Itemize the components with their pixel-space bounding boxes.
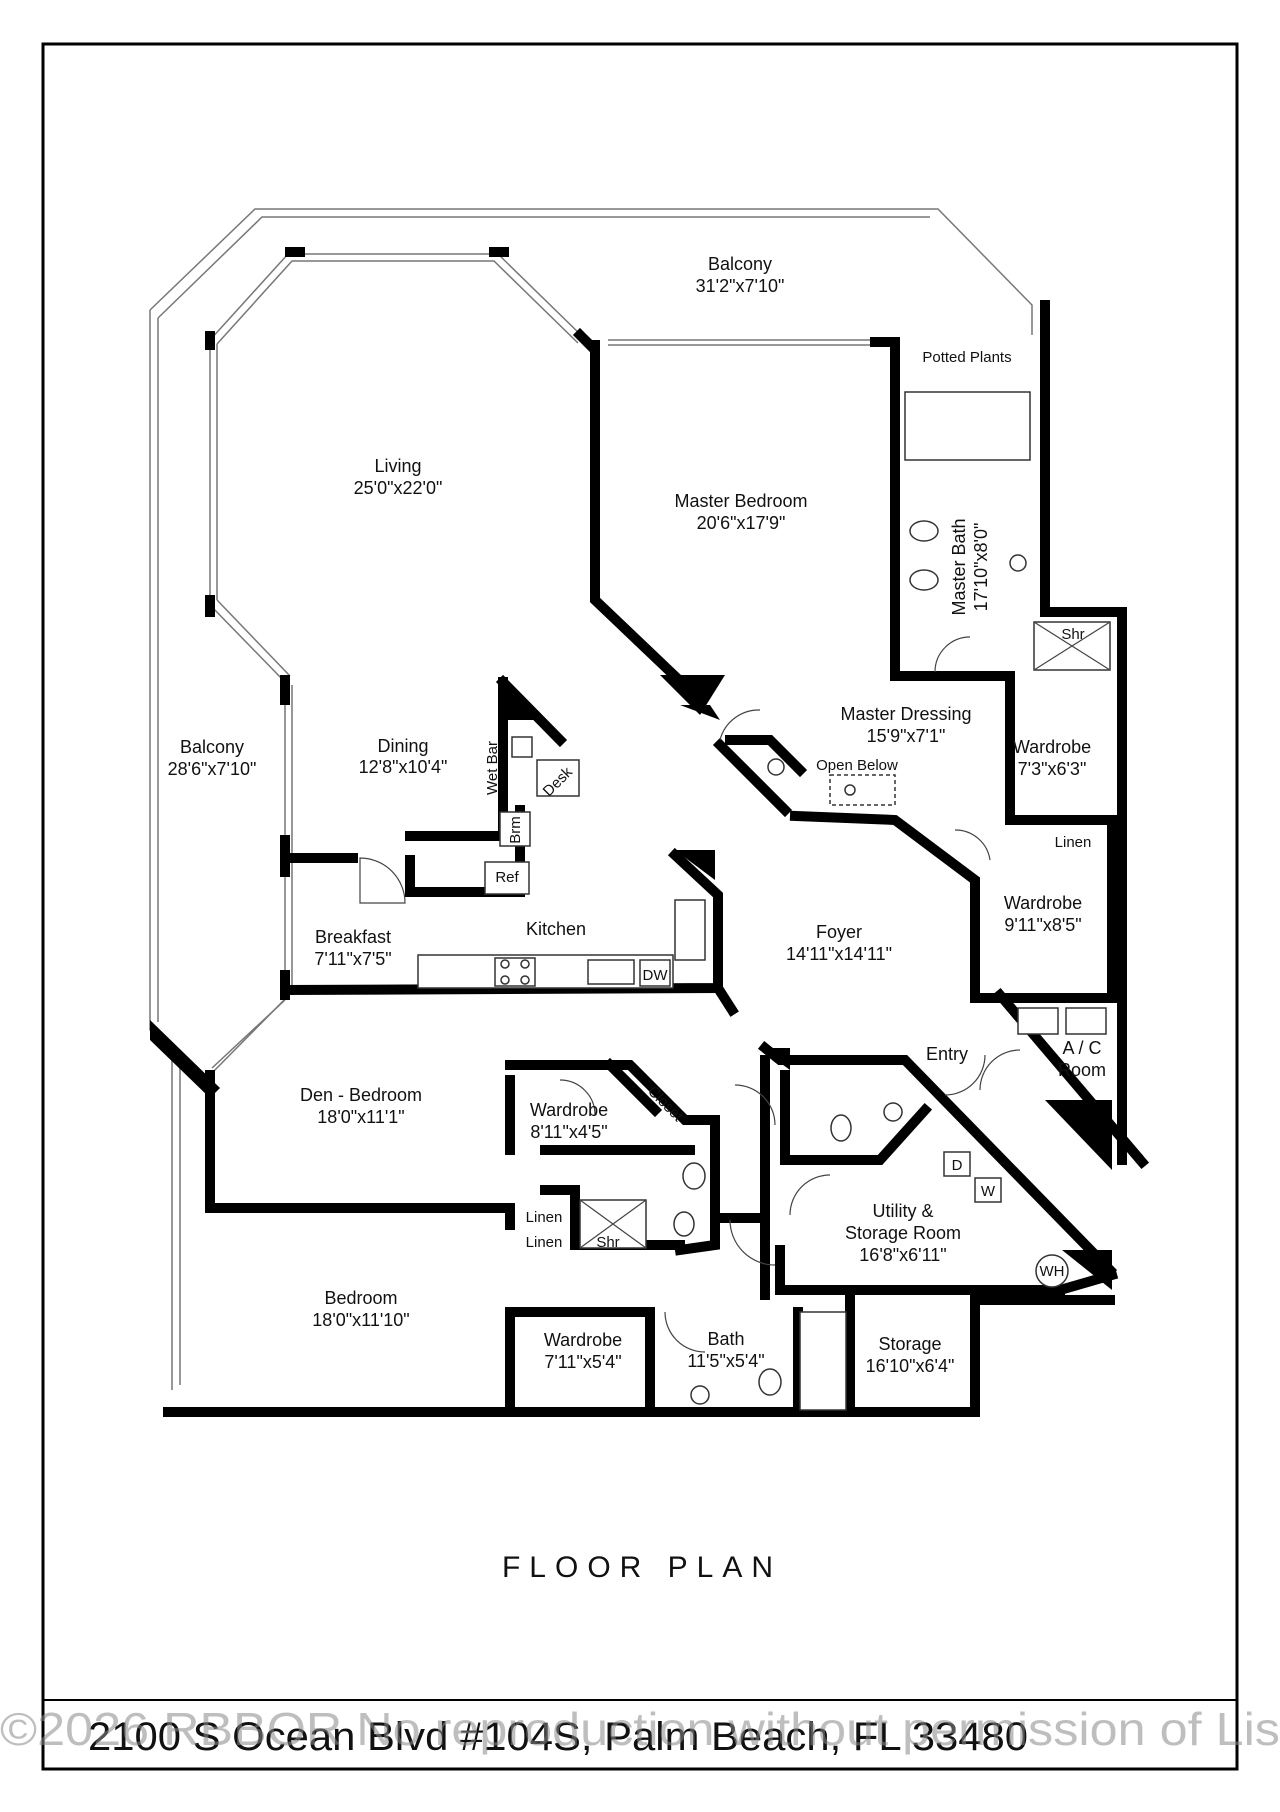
broom-closet — [499, 811, 531, 847]
wardrobe-2-name: Wardrobe — [1004, 893, 1082, 913]
wet-bar-sink — [511, 736, 533, 758]
balcony-left-dims: 28'6"x7'10" — [168, 759, 257, 779]
washer-icon — [974, 1177, 1002, 1203]
ac-room-label-b: Room — [1058, 1060, 1106, 1080]
dishwasher — [639, 959, 671, 987]
dw-label: DW — [643, 967, 669, 984]
kitchen-sink — [587, 959, 635, 985]
bidet-icon — [909, 569, 939, 591]
page-frame — [41, 42, 1239, 1771]
sink-icon — [767, 758, 785, 776]
shr-2-label: Shr — [596, 1234, 619, 1251]
storage-name: Storage — [878, 1334, 941, 1354]
wardrobe-1-dims: 7'3"x6'3" — [1018, 759, 1087, 779]
toilet-icon — [830, 1114, 852, 1142]
dining-name: Dining — [377, 736, 428, 756]
breakfast-dims: 7'11"x7'5" — [314, 949, 391, 969]
master-bedroom-name: Master Bedroom — [674, 491, 807, 511]
sink-icon — [1009, 554, 1027, 572]
wardrobe-3-dims: 8'11"x4'5" — [530, 1122, 607, 1142]
water-heater-icon — [1035, 1254, 1069, 1288]
dining-dims: 12'8"x10'4" — [359, 757, 448, 777]
desk — [536, 759, 580, 797]
toilet-icon — [673, 1211, 695, 1237]
living-name: Living — [374, 456, 421, 476]
living-dims: 25'0"x22'0" — [354, 478, 443, 498]
wall-wedges — [150, 675, 1112, 1290]
master-bath-dims: 17'10"x8'0" — [971, 523, 991, 612]
sink-icon — [883, 1102, 903, 1122]
wardrobe-3-name: Wardrobe — [530, 1100, 608, 1120]
brm-label: Brm — [507, 816, 524, 844]
wet-bar-label: Wet Bar — [484, 741, 501, 795]
utility-dims: 16'8"x6'11" — [859, 1245, 946, 1265]
linen-3-label: Linen — [526, 1234, 563, 1251]
toilet-icon — [909, 520, 939, 542]
toilet-icon — [682, 1162, 706, 1190]
bath-dims: 11'5"x5'4" — [687, 1351, 764, 1371]
fixtures — [417, 391, 1111, 1411]
ac-unit — [1017, 1007, 1059, 1035]
storage-dims: 16'10"x6'4" — [866, 1356, 955, 1376]
washer-label: W — [981, 1183, 996, 1200]
den-bedroom-dims: 18'0"x11'1" — [317, 1107, 404, 1127]
property-address: 2100 S Ocean Blvd #104S, Palm Beach, FL … — [88, 1715, 1028, 1759]
entry-label: Entry — [926, 1044, 968, 1064]
dryer-icon — [943, 1151, 971, 1177]
wardrobe-4-name: Wardrobe — [544, 1330, 622, 1350]
utility-name-1: Utility & — [872, 1201, 933, 1221]
master-dressing-name: Master Dressing — [840, 704, 971, 724]
breakfast-name: Breakfast — [315, 927, 391, 947]
bedroom-dims: 18'0"x11'10" — [312, 1310, 409, 1330]
dryer-label: D — [952, 1157, 963, 1174]
refrigerator — [484, 861, 530, 895]
balcony-left-name: Balcony — [180, 737, 244, 757]
ref-label: Ref — [495, 869, 519, 886]
foyer-name: Foyer — [816, 922, 862, 942]
balcony-top-name: Balcony — [708, 254, 772, 274]
toilet-icon — [758, 1368, 782, 1396]
foyer-dims: 14'11"x14'11" — [786, 944, 892, 964]
watermark: ©2026 RBBOR No reproduction without perm… — [0, 1703, 1280, 1755]
bedroom-name: Bedroom — [324, 1288, 397, 1308]
master-bedroom-dims: 20'6"x17'9" — [697, 513, 786, 533]
wardrobe-4-dims: 7'11"x5'4" — [544, 1352, 621, 1372]
bath-name: Bath — [707, 1329, 744, 1349]
door-swings — [359, 636, 1021, 1353]
plan-title: FLOOR PLAN — [502, 1551, 782, 1584]
wardrobe-1-name: Wardrobe — [1013, 737, 1091, 757]
linen-1-label: Linen — [1055, 834, 1092, 851]
wardrobe-2-dims: 9'11"x8'5" — [1004, 915, 1081, 935]
kitchen-name: Kitchen — [526, 919, 586, 939]
linen-2-label: Linen — [526, 1209, 563, 1226]
master-dressing-dims: 15'9"x7'1" — [867, 726, 946, 746]
sink-icon — [690, 1385, 710, 1405]
utility-name-2: Storage Room — [845, 1223, 961, 1243]
balcony-top-dims: 31'2"x7'10" — [696, 276, 785, 296]
open-below-label: Open Below — [816, 757, 898, 774]
ac-unit — [1065, 1007, 1107, 1035]
den-bedroom-name: Den - Bedroom — [300, 1085, 422, 1105]
master-bath-name: Master Bath — [949, 518, 969, 615]
shr-master-label: Shr — [1061, 626, 1084, 643]
bathtub — [799, 1311, 847, 1411]
ac-room-label-a: A / C — [1062, 1038, 1101, 1058]
water-heater-label: WH — [1040, 1263, 1065, 1280]
potted-plants-label: Potted Plants — [922, 349, 1011, 366]
